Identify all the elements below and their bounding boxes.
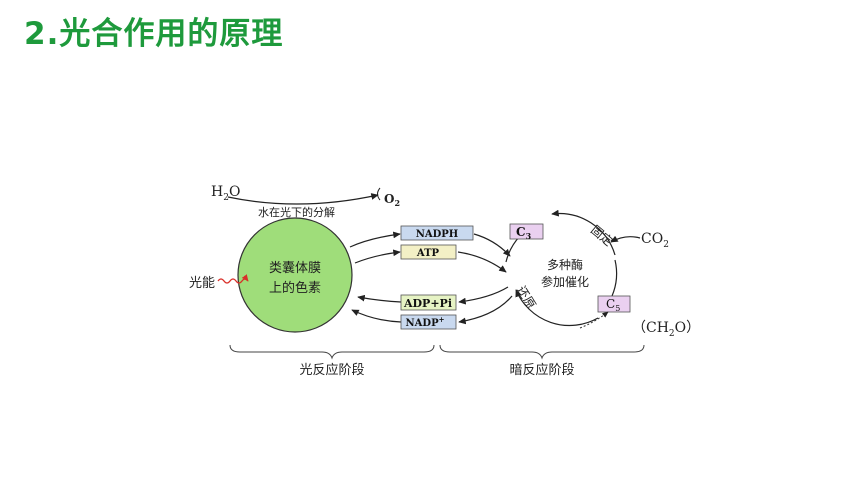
c5-label: C5 (606, 297, 620, 313)
atp-label: ATP (416, 248, 440, 259)
cycle-arc-left (505, 235, 521, 263)
nadp-label: NADP+ (406, 315, 445, 329)
page-title: 2.光合作用的原理 (24, 16, 284, 52)
adp-box (400, 294, 457, 311)
o2-bracket (377, 187, 381, 201)
c3-label: C3 (516, 225, 532, 241)
co2-label: CO2 (641, 231, 669, 250)
pigment-label-2: 上的色素 (269, 280, 321, 296)
arrow-to-atp (354, 249, 401, 264)
cycle-arc-top (551, 209, 616, 256)
cycle-arc-right (611, 259, 618, 297)
nadph-box (400, 225, 474, 241)
arrow-from-nadp (351, 309, 402, 323)
c3-box (509, 223, 544, 240)
light-stage-label: 光反应阶段 (299, 362, 364, 378)
reduction-label: 还原 (514, 284, 539, 312)
co2-arrow (610, 235, 641, 243)
o2-label: O2 (384, 192, 400, 208)
light-wave (217, 274, 249, 284)
light-stage-brace (229, 344, 435, 360)
c5-box (597, 295, 631, 313)
dark-stage-brace (439, 344, 645, 360)
ch2o-arrow (579, 311, 609, 329)
h2o-label: H2O (211, 184, 240, 203)
enzyme-label-2: 参加催化 (541, 274, 589, 289)
dark-stage-label: 暗反应阶段 (509, 362, 574, 378)
light-energy-label: 光能 (189, 276, 215, 291)
nadph-label: NADPH (416, 229, 459, 240)
atp-box (400, 244, 457, 260)
arrow-cycle-to-nadp (458, 295, 513, 325)
arrow-cycle-to-adp (458, 286, 509, 305)
arrow-to-nadph (349, 231, 401, 248)
arrow-atp-to-cycle (457, 251, 507, 273)
enzyme-label-1: 多种酶 (547, 257, 583, 272)
thylakoid-circle (237, 217, 353, 333)
fixation-label: 固定 (588, 222, 616, 249)
arrow-from-adp (357, 294, 402, 303)
ch2o-label: （CH2O） (632, 320, 700, 339)
water-split-arrow (227, 193, 379, 205)
water-split-label: 水在光下的分解 (258, 205, 335, 219)
pigment-label-1: 类囊体膜 (269, 260, 321, 276)
arrow-nadph-to-cycle (473, 233, 511, 257)
cycle-arc-bottom (515, 289, 599, 327)
adp-label: ADP+Pi (403, 297, 452, 310)
nadp-box (400, 314, 457, 330)
